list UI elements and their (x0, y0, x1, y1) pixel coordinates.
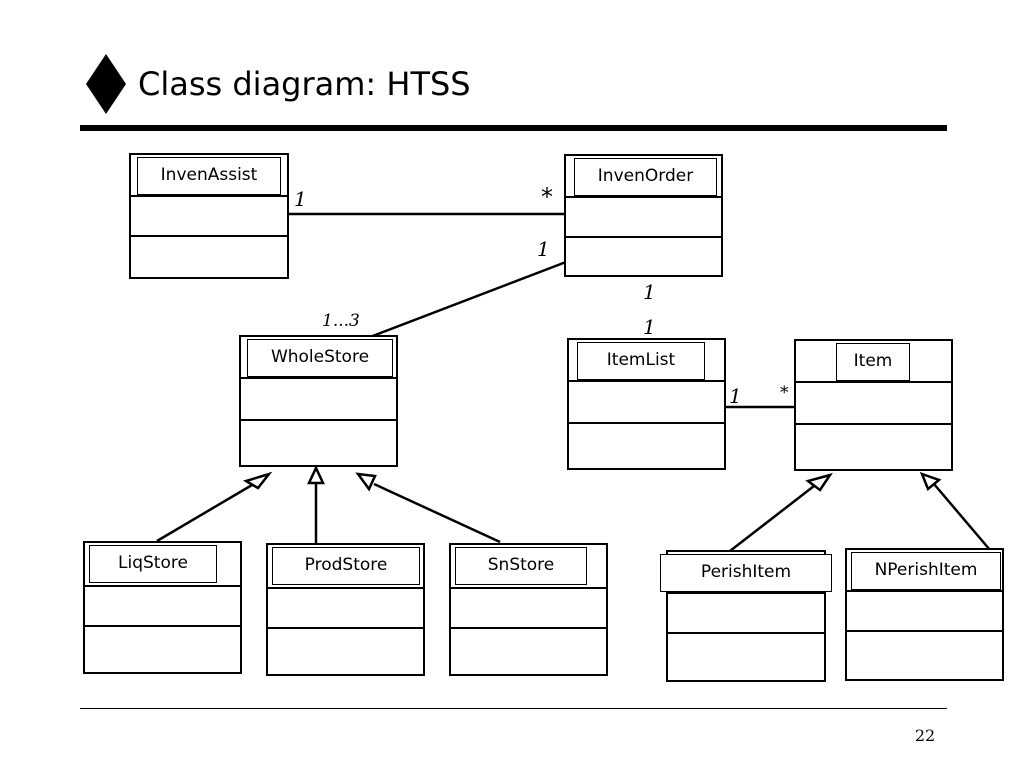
class-name: ItemList (577, 342, 705, 380)
generalization-nperishitem (933, 483, 991, 551)
inheritance-arrowhead (355, 472, 377, 492)
multiplicity-label: 1 (643, 315, 656, 339)
inheritance-arrowhead (919, 471, 942, 492)
generalization-perishitem (729, 485, 815, 552)
footer-rule (80, 708, 947, 709)
multiplicity-label: 1 (729, 384, 742, 408)
association-order-wholestore (369, 260, 567, 339)
slide-title: Class diagram: HTSS (138, 65, 471, 103)
class-inven-order[interactable]: InvenOrder (564, 154, 723, 277)
multiplicity-label: * (541, 183, 553, 211)
class-name: PerishItem (660, 554, 832, 592)
inheritance-arrowhead (307, 465, 325, 485)
class-name: NPerishItem (851, 552, 1001, 590)
inheritance-arrowhead (242, 471, 273, 490)
diamond-bullet-icon (86, 54, 126, 114)
class-prod-store[interactable]: ProdStore (266, 543, 425, 676)
class-name: InvenAssist (137, 157, 281, 195)
class-name: SnStore (455, 547, 587, 585)
class-perish-item[interactable]: PerishItem (660, 550, 832, 682)
inheritance-arrowhead (805, 472, 833, 492)
class-name: ProdStore (272, 547, 420, 585)
class-name: LiqStore (89, 545, 217, 583)
generalization-snstore (373, 482, 501, 544)
class-inven-assist[interactable]: InvenAssist (129, 153, 289, 279)
title-rule (80, 125, 947, 131)
multiplicity-label: 1...3 (322, 311, 360, 331)
class-item[interactable]: Item (794, 339, 953, 471)
class-whole-store[interactable]: WholeStore (239, 335, 398, 467)
multiplicity-label: 1 (537, 237, 550, 261)
class-nperish-item[interactable]: NPerishItem (845, 548, 1004, 681)
multiplicity-label: 1 (643, 280, 656, 304)
class-liq-store[interactable]: LiqStore (83, 541, 242, 674)
multiplicity-label: * (780, 383, 789, 403)
class-name: WholeStore (247, 339, 393, 377)
generalization-liqstore (156, 483, 253, 543)
class-item-list[interactable]: ItemList (567, 338, 726, 470)
multiplicity-label: 1 (294, 187, 307, 211)
class-name: InvenOrder (574, 158, 717, 196)
class-sn-store[interactable]: SnStore (449, 543, 608, 676)
page-number: 22 (914, 726, 936, 745)
class-name: Item (836, 343, 910, 381)
